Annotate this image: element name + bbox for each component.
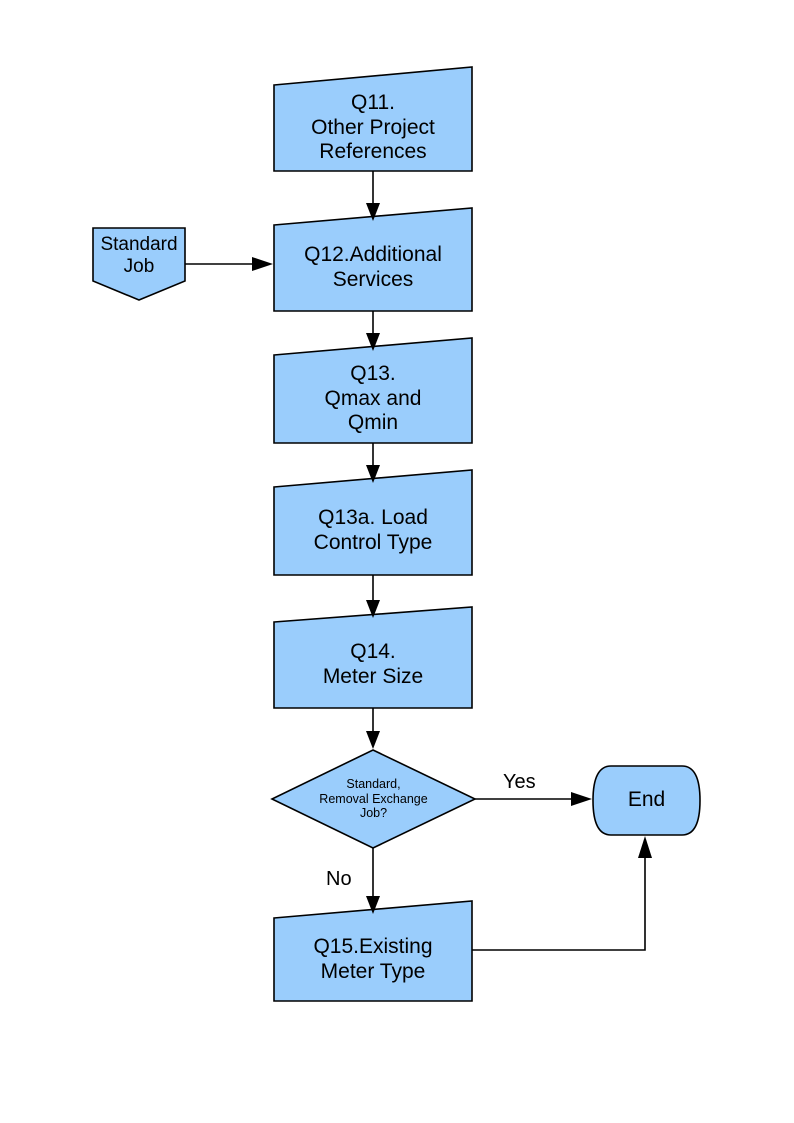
arrowhead-standard-job-to-q12 <box>252 257 273 271</box>
node-standard-job-shape[interactable] <box>92 227 186 301</box>
node-q15-shape[interactable] <box>273 900 473 1002</box>
arrowhead-q12-to-q13 <box>366 333 380 351</box>
node-q11-shape[interactable] <box>273 66 473 172</box>
node-end-shape[interactable] <box>592 765 701 836</box>
edge-label-no: No <box>326 868 352 890</box>
edge-q15-to-end <box>472 852 646 951</box>
arrowhead-q11-to-q12 <box>366 203 380 221</box>
arrowhead-q13a-to-q14 <box>366 600 380 618</box>
arrowhead-q13-to-q13a <box>366 465 380 483</box>
arrowhead-decision-to-end <box>571 792 592 806</box>
node-q14-shape[interactable] <box>273 606 473 709</box>
arrowhead-q14-to-decision <box>366 731 380 749</box>
node-q12-shape[interactable] <box>273 207 473 312</box>
arrowhead-decision-to-q15 <box>366 896 380 914</box>
arrowhead-q15-to-end <box>638 836 652 858</box>
node-q13-shape[interactable] <box>273 337 473 444</box>
node-decision-shape[interactable] <box>270 749 477 849</box>
edge-label-yes: Yes <box>503 771 536 793</box>
node-q13a-shape[interactable] <box>273 469 473 576</box>
